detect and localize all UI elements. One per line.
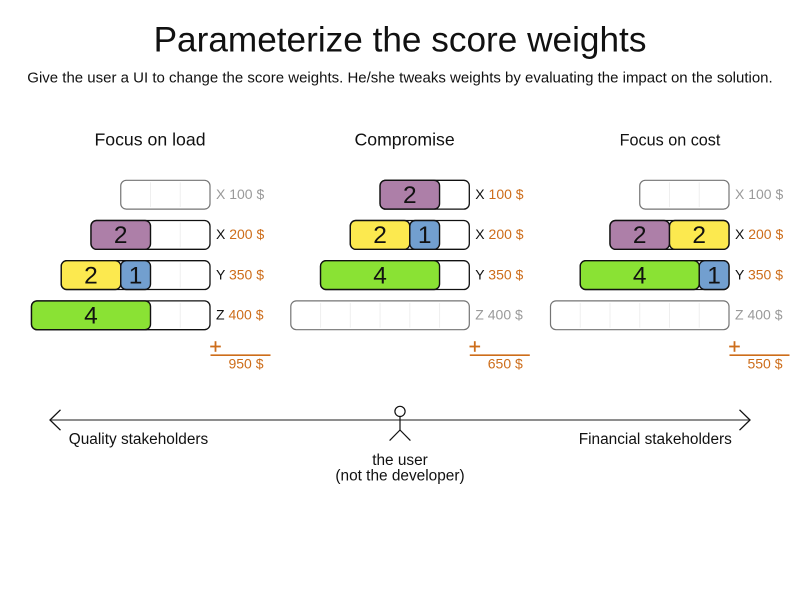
svg-text:4: 4 [633, 262, 647, 289]
svg-text:650 $: 650 $ [488, 356, 523, 372]
svg-text:1: 1 [707, 262, 721, 289]
svg-text:2: 2 [633, 222, 647, 249]
svg-text:1: 1 [129, 262, 143, 289]
svg-text:Z 400 $: Z 400 $ [216, 307, 264, 323]
svg-text:Financial stakeholders: Financial stakeholders [579, 431, 732, 448]
svg-text:2: 2 [692, 222, 706, 249]
svg-text:550 $: 550 $ [747, 356, 782, 372]
svg-text:X 200 $: X 200 $ [475, 226, 523, 242]
svg-text:2: 2 [373, 222, 387, 249]
svg-text:1: 1 [418, 222, 432, 249]
svg-text:2: 2 [114, 222, 128, 249]
svg-text:Parameterize the score weights: Parameterize the score weights [154, 20, 647, 59]
svg-text:950 $: 950 $ [228, 356, 263, 372]
svg-text:X 100 $: X 100 $ [216, 186, 264, 202]
svg-text:X 100 $: X 100 $ [735, 186, 783, 202]
svg-text:Y 350 $: Y 350 $ [216, 266, 264, 282]
svg-text:Y 350 $: Y 350 $ [475, 266, 523, 282]
svg-text:4: 4 [373, 262, 387, 289]
svg-text:2: 2 [403, 182, 417, 209]
svg-text:Focus on load: Focus on load [94, 130, 205, 150]
svg-text:the user: the user [372, 452, 428, 469]
svg-text:Y 350 $: Y 350 $ [735, 266, 783, 282]
svg-text:Quality stakeholders: Quality stakeholders [69, 431, 209, 448]
svg-text:Z 400 $: Z 400 $ [735, 307, 783, 323]
svg-text:(not the developer): (not the developer) [335, 468, 464, 485]
svg-text:Focus on cost: Focus on cost [620, 132, 721, 150]
svg-text:Z 400 $: Z 400 $ [475, 307, 523, 323]
svg-text:Give the user a UI to change t: Give the user a UI to change the score w… [27, 70, 772, 87]
svg-text:X 100 $: X 100 $ [475, 186, 523, 202]
svg-text:Compromise: Compromise [354, 130, 454, 150]
svg-text:4: 4 [84, 303, 98, 330]
svg-text:2: 2 [84, 262, 98, 289]
svg-text:X 200 $: X 200 $ [216, 226, 264, 242]
svg-text:X 200 $: X 200 $ [735, 226, 783, 242]
